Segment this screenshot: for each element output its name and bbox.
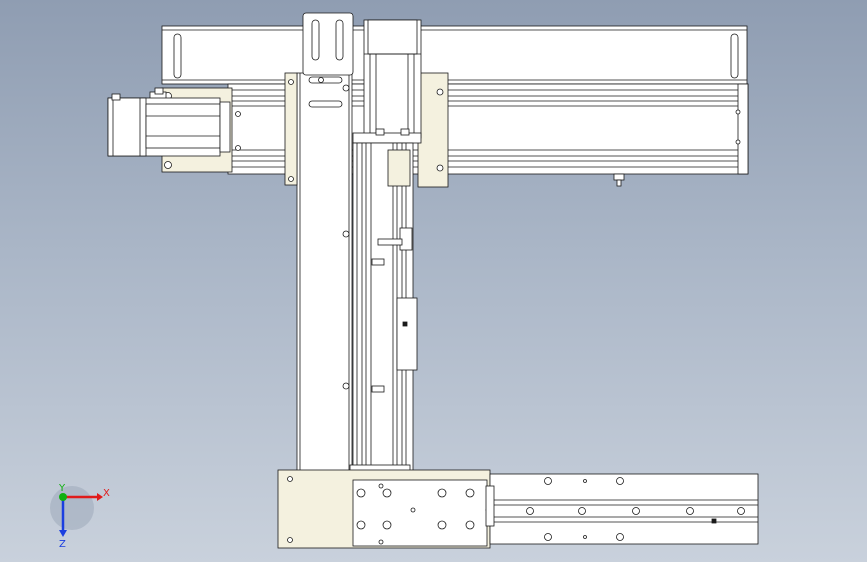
top-mounting-plate — [161, 25, 748, 85]
x-axis-label: X — [103, 488, 110, 499]
z-axis-label: Z — [59, 539, 66, 550]
y-axis-label: Y — [58, 483, 66, 494]
z-top-bracket — [302, 12, 354, 76]
y-axis-dot — [59, 493, 67, 501]
x-carriage-plate — [417, 72, 449, 188]
z-base-plate — [277, 469, 491, 549]
z-guide-rails — [349, 142, 418, 478]
servo-motor — [107, 93, 231, 157]
lower-slide-module — [485, 473, 759, 545]
orientation-triad: X Y Z — [50, 483, 110, 550]
base-bolts — [356, 483, 491, 545]
